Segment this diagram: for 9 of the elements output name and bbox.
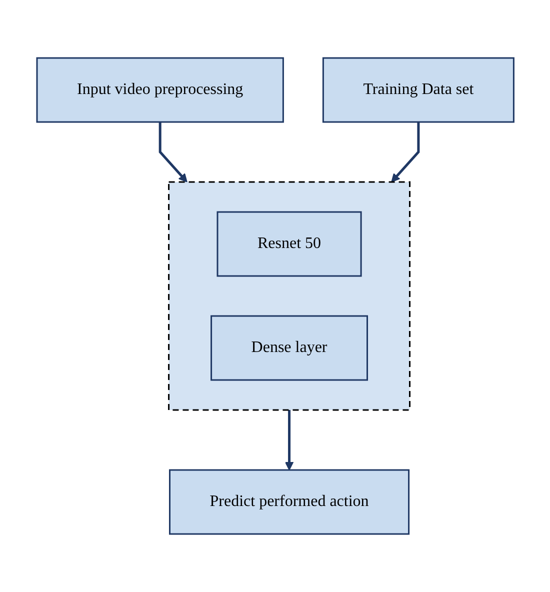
- node-box: Predict performed action: [168, 469, 410, 535]
- node-box: Training Data set: [322, 57, 514, 123]
- node-box: Input video preprocessing: [36, 57, 284, 123]
- cluster: [168, 181, 410, 411]
- arrow: [158, 122, 188, 182]
- arrow: [390, 122, 420, 182]
- node-box: Dense layer: [210, 315, 368, 381]
- arrow: [284, 410, 294, 470]
- node-box: Resnet 50: [216, 211, 362, 277]
